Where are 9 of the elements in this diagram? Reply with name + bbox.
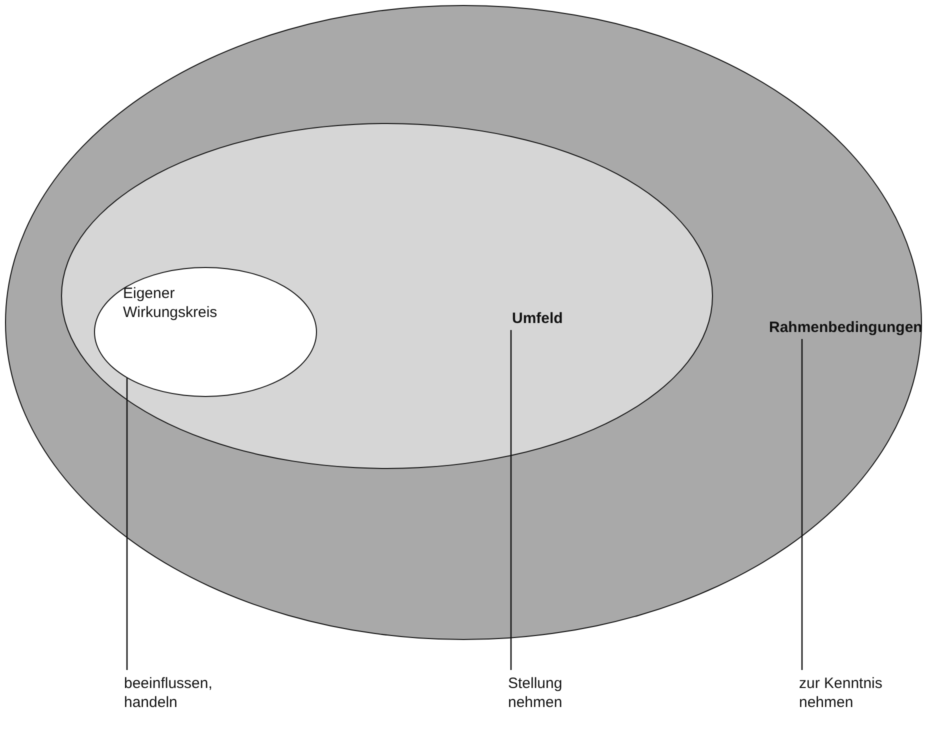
leader-text: zur Kenntnis nehmen (799, 674, 884, 712)
leader-line (126, 378, 128, 670)
leader-line (510, 330, 512, 670)
leader-text: beeinflussen, handeln (124, 674, 214, 712)
zone-label: Rahmenbedingungen (769, 318, 924, 337)
zone-label: Umfeld (512, 309, 564, 328)
zone-label: Eigener Wirkungskreis (123, 284, 218, 322)
leader-line (801, 339, 803, 670)
leader-text: Stellung nehmen (508, 674, 564, 712)
